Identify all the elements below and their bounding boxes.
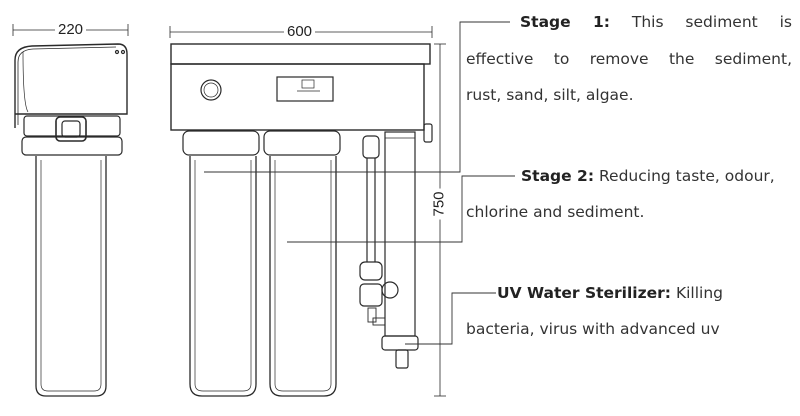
- leader-lines: [204, 21, 515, 345]
- stage2-title: Stage 2:: [521, 167, 595, 185]
- dimension-front-width: 600: [284, 24, 316, 40]
- stage1-title: Stage 1:: [520, 13, 610, 31]
- stage1-label: Stage 1: This sediment is: [520, 11, 792, 33]
- dimension-height: 750: [431, 188, 448, 220]
- stage1-line1: This sediment is: [631, 13, 792, 31]
- uv-label: UV Water Sterilizer: Killing: [497, 282, 723, 304]
- side-view: [12, 24, 129, 397]
- front-view: [169, 26, 446, 397]
- stage2-line1: Reducing taste, odour,: [598, 167, 775, 185]
- uv-title: UV Water Sterilizer:: [497, 284, 671, 302]
- stage1-line3: rust, sand, silt, algae.: [466, 86, 634, 104]
- uv-line2: bacteria, virus with advanced uv: [466, 320, 720, 338]
- stage2-line2: chlorine and sediment.: [466, 203, 645, 221]
- stage2-label: Stage 2: Reducing taste, odour,: [521, 165, 775, 187]
- stage1-line2: effective to remove the sediment,: [466, 50, 792, 68]
- dimension-side-width: 220: [55, 22, 87, 38]
- uv-line1: Killing: [675, 284, 723, 302]
